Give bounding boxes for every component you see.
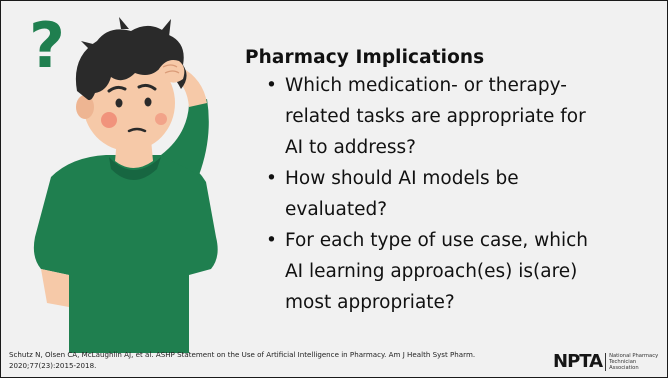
- bullet-item: • For each type of use case, which AI le…: [265, 225, 655, 318]
- citation: Schutz N, Olsen CA, McLaughlin AJ, et al…: [9, 349, 529, 371]
- npta-logo: NPTA National Pharmacy Technician Associ…: [553, 351, 667, 372]
- logo-text-line: Technician Association: [609, 358, 639, 371]
- slide-title: Pharmacy Implications: [245, 47, 485, 68]
- slide-content: Pharmacy Implications • Which medication…: [245, 47, 655, 318]
- bullet-item: • How should AI models be evaluated?: [265, 163, 655, 225]
- logo-text: National Pharmacy Technician Association: [605, 352, 667, 371]
- hair: [75, 25, 187, 101]
- bullet-line: evaluated?: [285, 199, 388, 220]
- raised-arm: [161, 99, 209, 175]
- confused-person-illustration: ?: [29, 9, 218, 353]
- bullet-dot: •: [266, 75, 277, 96]
- bullet-line: How should AI models be: [285, 168, 519, 189]
- bullet-line: AI learning approach(es) is(are): [285, 261, 578, 282]
- citation-line: Schutz N, Olsen CA, McLaughlin AJ, et al…: [9, 350, 476, 359]
- bullet-dot: •: [266, 168, 277, 189]
- bullet-item: • Which medication- or therapy- related …: [265, 70, 655, 163]
- logo-text-line: National Pharmacy: [609, 352, 659, 359]
- bullet-line: related tasks are appropriate for: [285, 106, 586, 127]
- logo-mark: NPTA: [553, 351, 603, 372]
- bullet-list: • Which medication- or therapy- related …: [245, 70, 655, 318]
- citation-line: 2020;77(23):2015-2018.: [9, 361, 97, 370]
- shirt: [33, 155, 218, 353]
- question-mark-icon: ?: [29, 9, 65, 82]
- bullet-line: AI to address?: [285, 137, 416, 158]
- bullet-dot: •: [266, 230, 277, 251]
- bullet-line: Which medication- or therapy-: [285, 75, 567, 96]
- bullet-line: For each type of use case, which: [285, 230, 589, 251]
- bullet-line: most appropriate?: [285, 292, 455, 313]
